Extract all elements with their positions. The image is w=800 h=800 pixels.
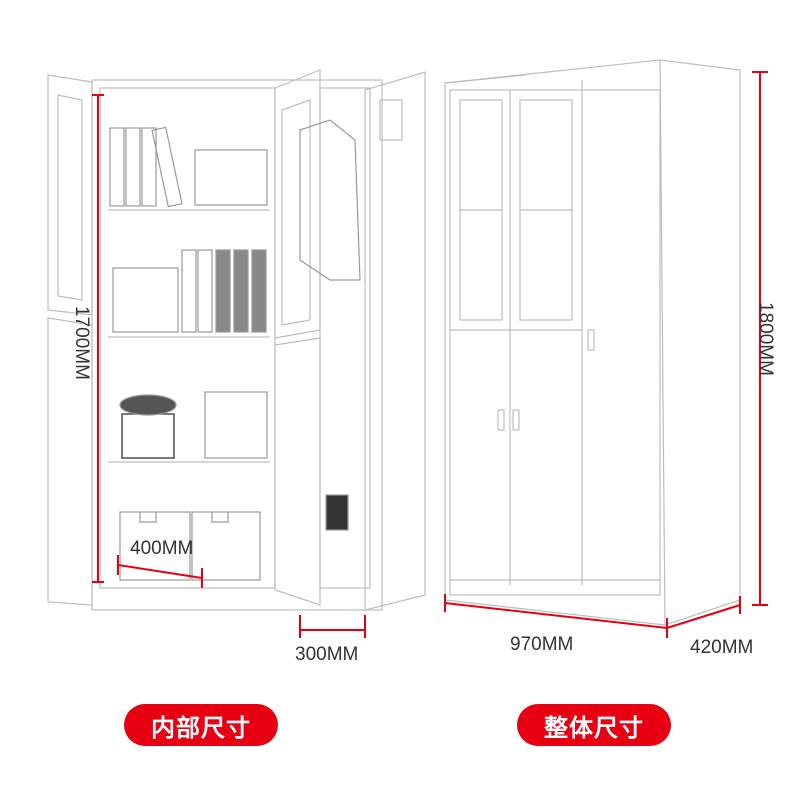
overall-size-badge: 整体尺寸	[517, 704, 671, 746]
dimension-lines	[92, 71, 768, 638]
open-cabinet-drawing	[47, 69, 426, 611]
inner-size-badge: 内部尺寸	[124, 704, 278, 746]
overall-width-label: 970MM	[510, 634, 574, 655]
closed-cabinet-drawing	[444, 59, 741, 626]
inner-width-label: 300MM	[295, 644, 359, 665]
overall-depth-label: 420MM	[690, 637, 754, 658]
inner-depth-label: 400MM	[130, 538, 194, 559]
inner-height-label: 1700MM	[70, 306, 92, 380]
overall-height-label: 1800MM	[754, 302, 776, 376]
